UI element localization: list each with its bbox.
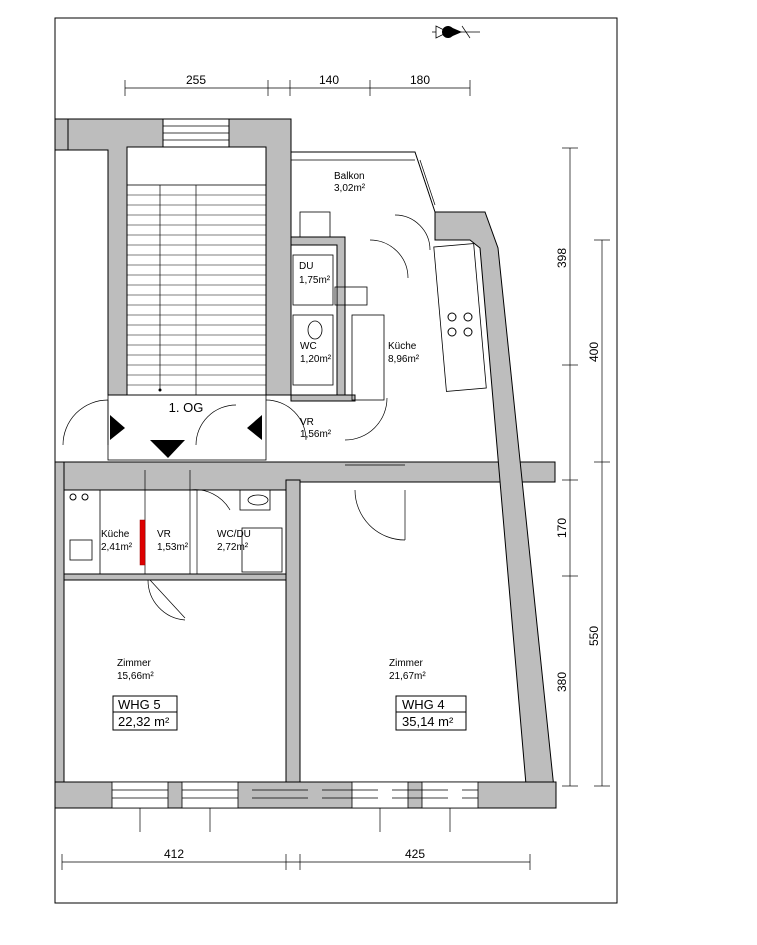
left-fixtures <box>63 470 283 621</box>
whg5-name: WHG 5 <box>118 697 161 712</box>
whg5-area: 22,32 m² <box>118 714 170 729</box>
dim-right-5: 550 <box>587 626 601 646</box>
bottom-windows <box>111 781 479 832</box>
room-zimmer-right-name: Zimmer <box>389 658 424 669</box>
dim-right-2: 400 <box>587 342 601 362</box>
dimension-lines <box>61 80 610 870</box>
arrow-down-icon <box>150 440 185 458</box>
top-fixtures <box>292 214 487 541</box>
dim-bottom-1: 412 <box>164 847 184 861</box>
room-kueche-top-area: 8,96m² <box>388 354 420 365</box>
room-balkon-name: Balkon <box>334 171 365 182</box>
arrow-left-icon <box>110 415 125 440</box>
arrow-right-icon <box>247 415 262 440</box>
staircase <box>126 184 267 396</box>
dim-right-3: 170 <box>555 518 569 538</box>
room-vr-left-area: 1,53m² <box>157 542 189 553</box>
room-du-area: 1,75m² <box>299 275 331 286</box>
room-kueche-top-name: Küche <box>388 341 417 352</box>
room-wc-name: WC <box>300 341 317 352</box>
room-vr-top-name: VR <box>300 417 314 428</box>
balcony <box>290 147 436 238</box>
stair-window <box>162 118 230 148</box>
dim-right-1: 398 <box>555 248 569 268</box>
whg4-area: 35,14 m² <box>402 714 454 729</box>
dim-top-3: 180 <box>410 73 430 87</box>
room-zimmer-left-name: Zimmer <box>117 658 152 669</box>
room-wc-area: 1,20m² <box>300 354 332 365</box>
floor-label: 1. OG <box>169 400 204 415</box>
whg5-area-box <box>112 711 178 731</box>
room-zimmer-left-area: 15,66m² <box>117 671 154 682</box>
sheet-frame <box>54 17 618 904</box>
room-vr-left-name: VR <box>157 529 171 540</box>
room-balkon-area: 3,02m² <box>334 183 366 194</box>
door-swings-landing <box>62 397 388 446</box>
room-kueche-left-area: 2,41m² <box>101 542 133 553</box>
room-du-name: DU <box>299 261 313 272</box>
room-zimmer-right-area: 21,67m² <box>389 671 426 682</box>
north-arrow-icon <box>432 25 480 39</box>
room-wcdu-area: 2,72m² <box>217 542 249 553</box>
room-kueche-left-name: Küche <box>101 529 130 540</box>
room-vr-top-area: 1,56m² <box>300 429 332 440</box>
dim-top-1: 255 <box>186 73 206 87</box>
dim-right-4: 380 <box>555 672 569 692</box>
whg4-area-box <box>395 711 467 731</box>
room-wcdu-name: WC/DU <box>217 529 251 540</box>
dim-top-2: 140 <box>319 73 339 87</box>
dim-bottom-2: 425 <box>405 847 425 861</box>
whg4-name: WHG 4 <box>402 697 445 712</box>
